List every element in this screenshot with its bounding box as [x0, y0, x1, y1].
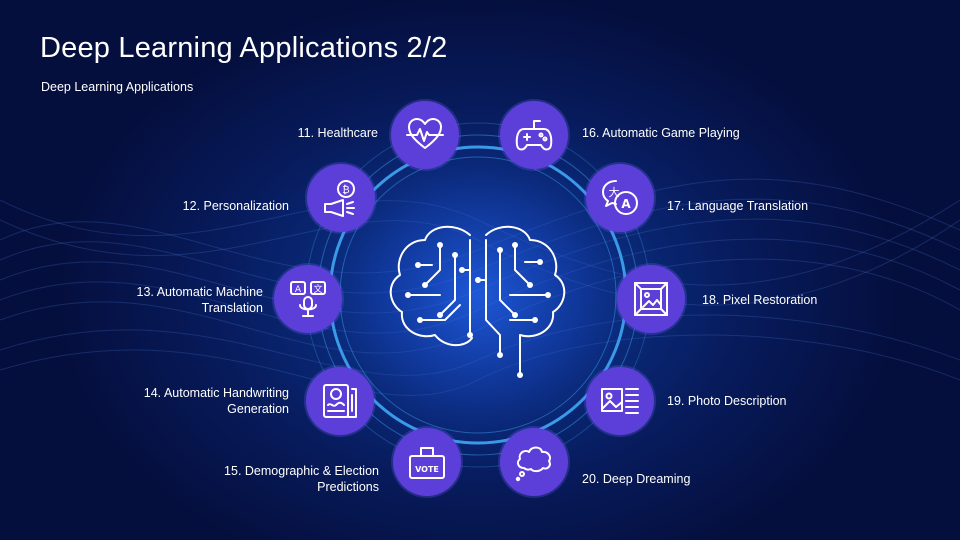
circuit-nodes	[405, 242, 551, 378]
pixel-image-icon	[634, 282, 668, 316]
label-demographic-election-predictions: 15. Demographic & Election Predictions	[224, 463, 379, 495]
node-healthcare	[391, 101, 459, 169]
label-automatic-machine-translation: 13. Automatic Machine Translation	[137, 284, 263, 316]
vote-badge: VOTE	[415, 465, 439, 474]
label-healthcare: 11. Healthcare	[297, 126, 378, 140]
label-automatic-handwriting-generation: 14. Automatic Handwriting Generation	[144, 385, 289, 417]
node-deep-dreaming	[500, 428, 568, 496]
megaphone-bitcoin-icon: ₿	[324, 180, 355, 217]
photo-text-icon	[601, 388, 639, 414]
page-subtitle: Deep Learning Applications	[41, 80, 194, 94]
label-pixel-restoration: 18. Pixel Restoration	[702, 293, 818, 307]
label-line-1: 13. Automatic Machine	[136, 285, 263, 299]
label-personalization: 12. Personalization	[182, 199, 289, 213]
label-language-translation: 17. Language Translation	[667, 199, 809, 213]
svg-text:A: A	[621, 197, 631, 211]
node-automatic-handwriting-generation	[306, 367, 374, 435]
label-line-2: Translation	[201, 301, 263, 315]
label-automatic-game-playing: 16. Automatic Game Playing	[582, 126, 740, 140]
ballot-box-icon: VOTE	[409, 447, 445, 479]
translation-microphone-icon: A 文	[290, 281, 326, 317]
svg-text:文: 文	[313, 283, 322, 295]
node-language-translation: 大 A	[586, 164, 654, 232]
svg-text:₿: ₿	[342, 184, 349, 196]
svg-text:A: A	[295, 285, 302, 295]
heart-pulse-icon	[406, 118, 444, 149]
node-personalization: ₿	[307, 164, 375, 232]
node-pixel-restoration	[617, 265, 685, 333]
label-photo-description: 19. Photo Description	[667, 394, 787, 408]
language-bubbles-icon: 大 A	[602, 180, 638, 215]
node-automatic-game-playing	[500, 101, 568, 169]
label-line-2: Predictions	[317, 480, 379, 494]
handwriting-document-icon	[323, 384, 357, 418]
page-title: Deep Learning Applications 2/2	[40, 32, 448, 64]
node-demographic-election-predictions: VOTE	[393, 428, 461, 496]
label-deep-dreaming: 20. Deep Dreaming	[582, 472, 691, 486]
node-photo-description	[586, 367, 654, 435]
gamepad-icon	[515, 120, 553, 151]
node-automatic-machine-translation: A 文	[274, 265, 342, 333]
cloud-thought-icon	[515, 446, 552, 482]
label-line-1: 15. Demographic & Election	[224, 464, 379, 478]
label-line-1: 14. Automatic Handwriting	[143, 386, 289, 400]
svg-text:大: 大	[609, 185, 620, 199]
label-line-2: Generation	[227, 402, 289, 416]
